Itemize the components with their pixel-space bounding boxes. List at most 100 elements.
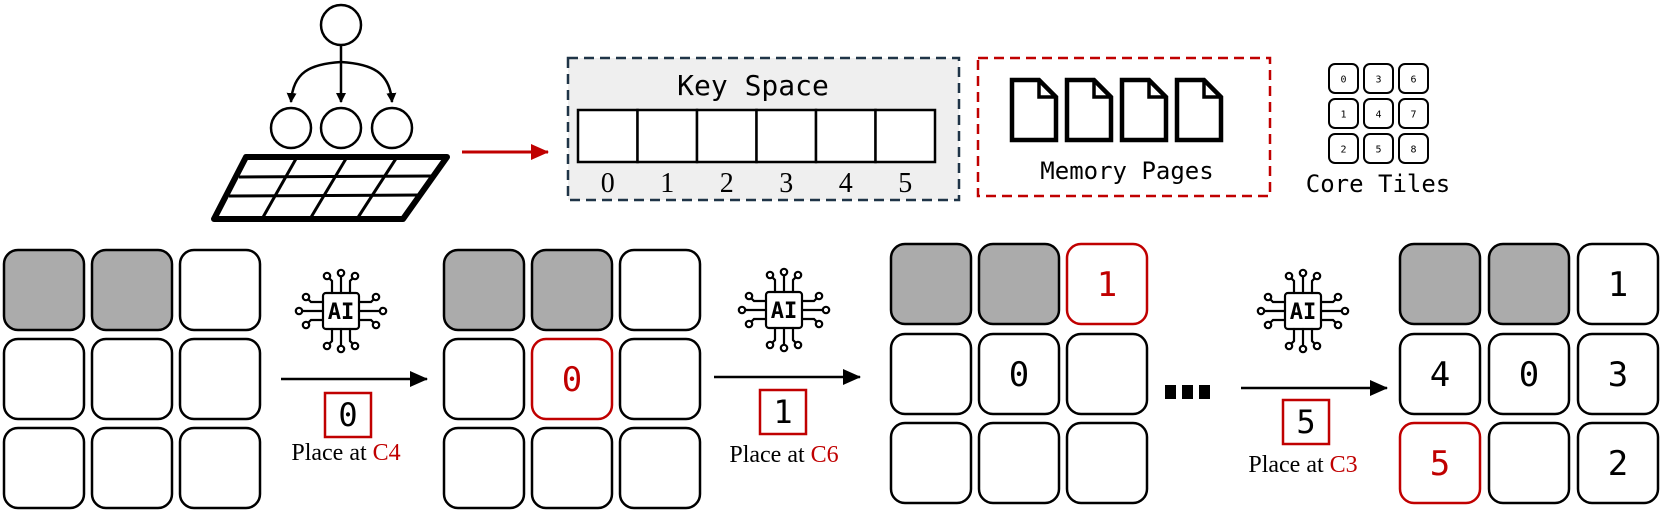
- core-cell: [442, 426, 526, 510]
- core-cell: [889, 332, 973, 416]
- core-cell: [889, 242, 973, 326]
- core-cell: [90, 248, 174, 332]
- ellipsis: [1165, 385, 1210, 399]
- core-cell: [1398, 242, 1482, 326]
- key-slot: [874, 108, 937, 164]
- ai-chip-icon: AI: [737, 267, 831, 353]
- core-cell: [1398, 421, 1482, 505]
- grid-plane-icon: [211, 154, 450, 222]
- ai-chip-icon: AI: [1256, 268, 1350, 354]
- core-tile: [1363, 98, 1394, 129]
- core-cell: [977, 242, 1061, 326]
- tree-graph-icon: [269, 3, 414, 150]
- key-slot: [695, 108, 758, 164]
- core-tile: [1328, 63, 1359, 94]
- placement-target: C3: [1330, 452, 1358, 478]
- document-fold: [1147, 80, 1166, 99]
- core-tile: [1398, 133, 1429, 164]
- cell-key: 2: [1608, 444, 1628, 484]
- document-fold: [1202, 80, 1221, 99]
- core-cell: [1398, 332, 1482, 416]
- core-cell: [2, 426, 86, 510]
- document-icon: [1119, 77, 1169, 143]
- core-cell: [530, 248, 614, 332]
- selected-key: 0: [338, 396, 357, 434]
- cell-key: 4: [1430, 355, 1450, 395]
- core-cell: [1576, 242, 1660, 326]
- core-tile-number: 6: [1410, 75, 1416, 86]
- cell-key: 1: [1608, 265, 1628, 305]
- core-tile-number: 8: [1410, 145, 1416, 156]
- core-cell: [442, 248, 526, 332]
- placement-label: Place at C6: [729, 442, 838, 468]
- selected-key: 5: [1296, 403, 1315, 441]
- document-fold: [1092, 80, 1111, 99]
- core-tile-number: 7: [1410, 110, 1416, 121]
- core-tile-number: 1: [1340, 110, 1346, 121]
- core-cell: [2, 337, 86, 421]
- cell-key: 1: [1097, 265, 1117, 305]
- core-tile-number: 3: [1375, 75, 1381, 86]
- placement-grid: 0: [442, 248, 702, 510]
- core-cell: [977, 421, 1061, 505]
- key-label: 4: [839, 168, 853, 199]
- svg-text:AI: AI: [771, 299, 798, 324]
- core-cell: [178, 337, 262, 421]
- placement-label: Place at C3: [1248, 452, 1357, 478]
- core-cell: [1065, 332, 1149, 416]
- ai-chip-icon: AI: [294, 268, 388, 354]
- cell-key: 3: [1608, 355, 1628, 395]
- core-cell: [1487, 332, 1571, 416]
- cell-key: 0: [562, 360, 582, 400]
- core-cell: [1065, 421, 1149, 505]
- document-icon: [1009, 77, 1059, 143]
- placement-grid: 10: [889, 242, 1149, 505]
- document-icon: [1174, 77, 1224, 143]
- core-cell: [1487, 242, 1571, 326]
- key-label: 3: [779, 168, 793, 199]
- placement-prefix: Place at: [1248, 452, 1329, 478]
- core-cell: [1065, 242, 1149, 326]
- document-fold: [1037, 80, 1056, 99]
- cell-key: 5: [1430, 444, 1450, 484]
- placement-prefix: Place at: [729, 442, 810, 468]
- placement-target: C4: [373, 440, 401, 466]
- selected-key-box: [758, 388, 808, 436]
- placement-prefix: Place at: [291, 440, 372, 466]
- core-tile: [1328, 98, 1359, 129]
- core-cell: [1576, 421, 1660, 505]
- core-cell: [618, 248, 702, 332]
- core-tile-number: 4: [1375, 110, 1381, 121]
- core-tile: [1398, 98, 1429, 129]
- cell-key: 0: [1519, 355, 1539, 395]
- core-cell: [1487, 421, 1571, 505]
- key-slot: [814, 108, 877, 164]
- core-cell: [618, 426, 702, 510]
- core-tile: [1398, 63, 1429, 94]
- core-cell: [90, 337, 174, 421]
- core-tile: [1363, 63, 1394, 94]
- key-label: 2: [720, 168, 734, 199]
- core-cell: [530, 426, 614, 510]
- core-tile-number: 0: [1340, 75, 1346, 86]
- placement-target: C6: [811, 442, 839, 468]
- core-tile: [1328, 133, 1359, 164]
- placement-grid: [2, 248, 262, 510]
- core-cell: [442, 337, 526, 421]
- placement-grid: 1 4 0 3 5 2: [1398, 242, 1660, 505]
- svg-text:AI: AI: [1290, 300, 1317, 325]
- placement-label: Place at C4: [291, 440, 400, 466]
- memory-pages-panel: Memory Pages: [976, 56, 1272, 198]
- selected-key-box: [1281, 398, 1331, 446]
- core-cell: [889, 421, 973, 505]
- core-tiles-label: Core Tiles: [1306, 170, 1451, 198]
- core-cell: [618, 337, 702, 421]
- core-tile-number: 5: [1375, 145, 1381, 156]
- document-icon: [1064, 77, 1114, 143]
- selected-key: 1: [773, 393, 792, 431]
- core-tile: [1363, 133, 1394, 164]
